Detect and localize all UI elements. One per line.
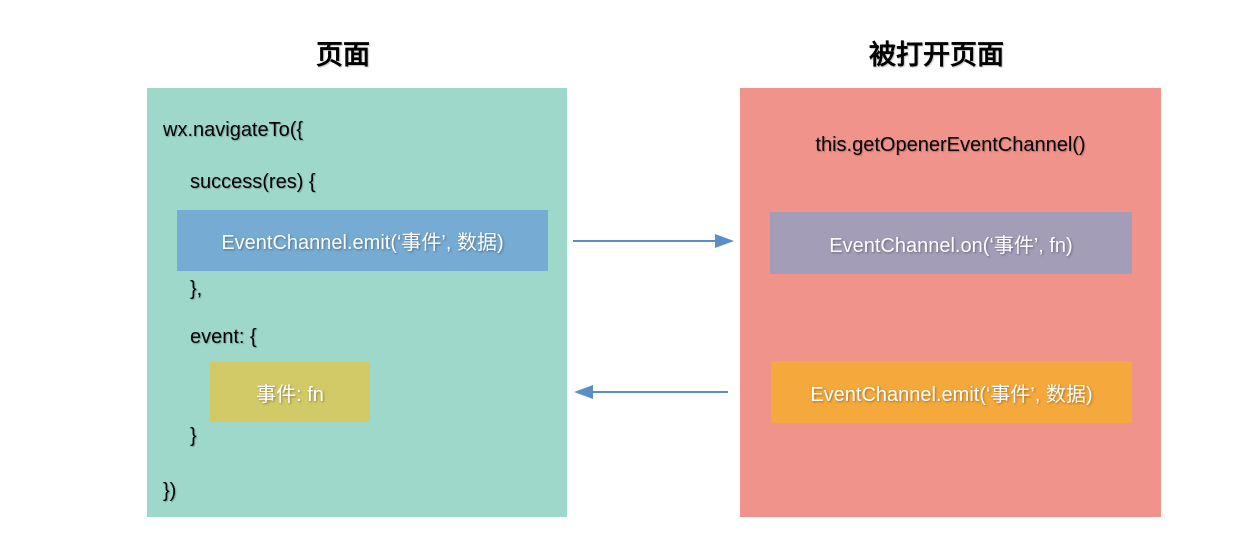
arrow-right-icon bbox=[573, 234, 734, 248]
left-panel: wx.navigateTo({ success(res) { EventChan… bbox=[147, 88, 567, 517]
code-line-close-event: } bbox=[190, 425, 197, 447]
on-event-box-right: EventChannel.on(‘事件’, fn) bbox=[770, 212, 1132, 274]
code-line-close-call: }) bbox=[163, 480, 177, 502]
code-line-get-opener-channel: this.getOpenerEventChannel() bbox=[815, 134, 1086, 156]
emit-event-box-right-label: EventChannel.emit(‘事件’, 数据) bbox=[810, 383, 1093, 406]
event-handler-box-left-label: 事件: fn bbox=[256, 383, 324, 406]
emit-event-box-left-label: EventChannel.emit(‘事件’, 数据) bbox=[221, 232, 504, 254]
on-event-box-right-label: EventChannel.on(‘事件’, fn) bbox=[829, 234, 1073, 257]
code-line-success: success(res) { bbox=[190, 171, 316, 193]
code-line-navigate-to: wx.navigateTo({ bbox=[163, 119, 304, 141]
code-line-event-key: event: { bbox=[190, 326, 257, 348]
code-line-close-success: }, bbox=[190, 278, 203, 300]
emit-event-box-left: EventChannel.emit(‘事件’, 数据) bbox=[177, 210, 548, 271]
left-panel-title: 页面 bbox=[316, 40, 370, 70]
right-panel: this.getOpenerEventChannel() EventChanne… bbox=[740, 88, 1161, 517]
arrow-left-icon bbox=[574, 385, 728, 399]
right-panel-title: 被打开页面 bbox=[869, 40, 1004, 70]
emit-event-box-right: EventChannel.emit(‘事件’, 数据) bbox=[771, 361, 1132, 423]
event-handler-box-left: 事件: fn bbox=[210, 362, 370, 422]
